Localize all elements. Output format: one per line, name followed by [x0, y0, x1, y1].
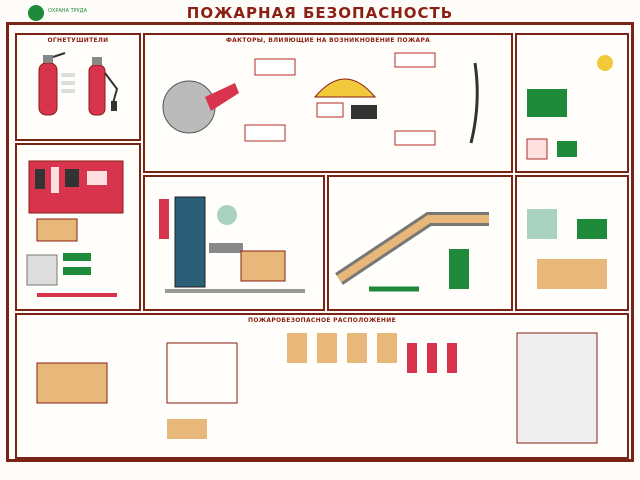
- panel-factors: ФАКТОРЫ, ВЛИЯЮЩИЕ НА ВОЗНИКНОВЕНИЕ ПОЖАР…: [143, 33, 513, 173]
- factors-illustration: [162, 52, 479, 146]
- logo-icon: [28, 5, 44, 21]
- sawing-illustration: [159, 196, 305, 293]
- panel-conveyor: [327, 175, 513, 311]
- panel-extinguishers: ОГНЕТУШИТЕЛИ: [15, 33, 141, 141]
- panel-right-middle: [515, 175, 629, 311]
- panel-title-bottom: ПОЖАРОБЕЗОПАСНОЕ РАСПОЛОЖЕНИЕ: [248, 317, 396, 324]
- poster-title: ПОЖАРНАЯ БЕЗОПАСНОСТЬ: [186, 4, 454, 22]
- right-middle-illustration: [527, 209, 607, 289]
- right-top-illustration: [526, 55, 613, 160]
- panel-title-factors: ФАКТОРЫ, ВЛИЯЮЩИЕ НА ВОЗНИКНОВЕНИЕ ПОЖАР…: [225, 37, 431, 44]
- panel-bottom: ПОЖАРОБЕЗОПАСНОЕ РАСПОЛОЖЕНИЕ: [15, 313, 629, 459]
- logo-text: ОХРАНА ТРУДА: [48, 8, 88, 14]
- poster-frame: ОГНЕТУШИТЕЛИ: [6, 22, 634, 462]
- fire-shield-illustration: [26, 160, 124, 297]
- conveyor-illustration: [335, 212, 489, 292]
- panel-sawing: [143, 175, 325, 311]
- extinguisher-illustration: [38, 52, 119, 116]
- bottom-illustration: [36, 332, 598, 444]
- panel-fire-shield: [15, 143, 141, 311]
- panel-title-extinguishers: ОГНЕТУШИТЕЛИ: [47, 37, 109, 44]
- panel-right-top: [515, 33, 629, 173]
